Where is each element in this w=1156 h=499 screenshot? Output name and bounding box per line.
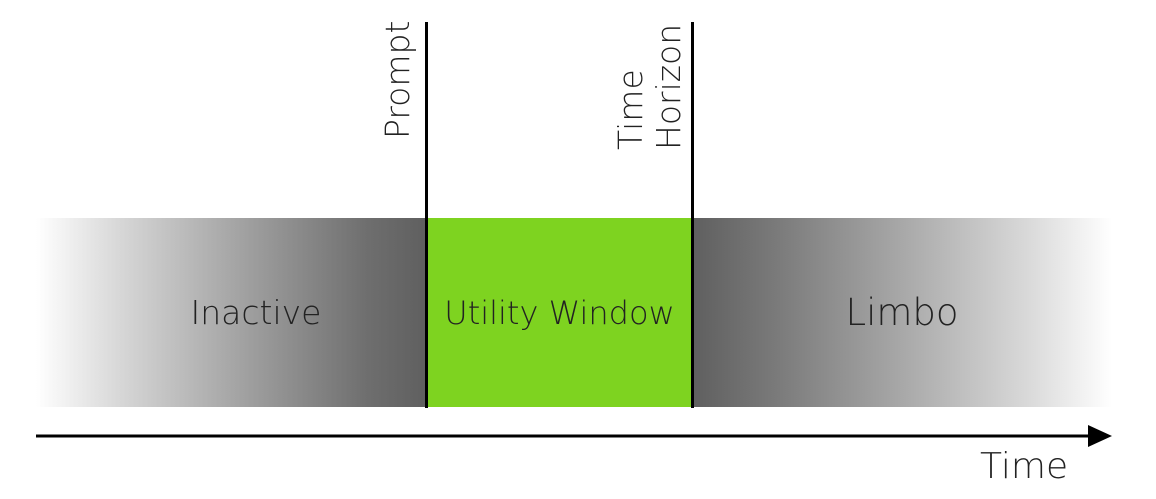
time-horizon-line2: Horizon [649,23,688,150]
limbo-label: Limbo [845,291,959,334]
time-axis-arrowhead [1088,425,1112,447]
utility-window-label: Utility Window [444,293,675,332]
prompt-divider-line [425,22,428,408]
time-horizon-divider-line [691,22,694,408]
inactive-label: Inactive [190,293,322,332]
utility-window-band [427,218,692,407]
inactive-phase-band [36,218,427,407]
time-axis-label: Time [980,446,1069,487]
time-axis-arrow [36,425,1112,447]
time-horizon-line1: Time [611,69,650,150]
prompt-marker-label: Prompt [378,20,417,139]
time-horizon-marker-label: Time Horizon [611,23,688,150]
limbo-phase-band [692,218,1112,407]
